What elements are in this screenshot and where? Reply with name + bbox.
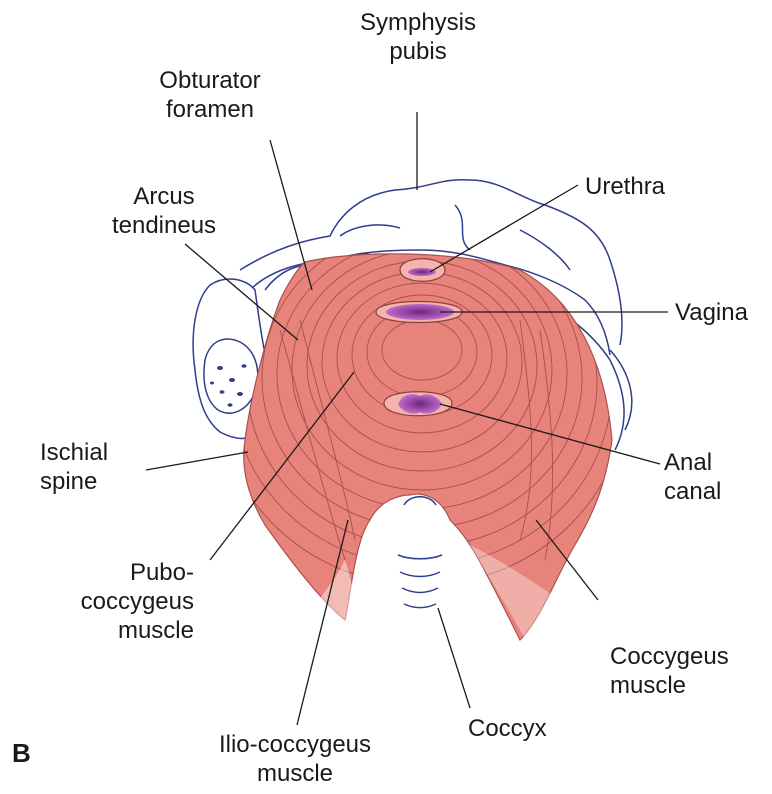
urethra-orifice [400, 259, 445, 282]
label-coccygeus-muscle: Coccygeus muscle [610, 642, 760, 700]
label-ischial-spine: Ischial spine [40, 438, 160, 496]
label-urethra: Urethra [585, 172, 725, 201]
label-symphysis-pubis: Symphysis pubis [330, 8, 506, 66]
label-anal-canal: Anal canal [664, 448, 764, 506]
panel-letter: B [12, 738, 31, 769]
anal-canal-orifice [384, 392, 452, 416]
label-iliococcygeus-muscle: Ilio-coccygeus muscle [170, 730, 420, 788]
label-obturator-foramen: Obturator foramen [122, 66, 298, 124]
label-pubococcygeus-muscle: Pubo- coccygeus muscle [44, 558, 194, 645]
label-coccyx: Coccyx [468, 714, 588, 743]
label-vagina: Vagina [675, 298, 771, 327]
coccyx-shape [398, 497, 442, 608]
label-arcus-tendineus: Arcus tendineus [84, 182, 244, 240]
